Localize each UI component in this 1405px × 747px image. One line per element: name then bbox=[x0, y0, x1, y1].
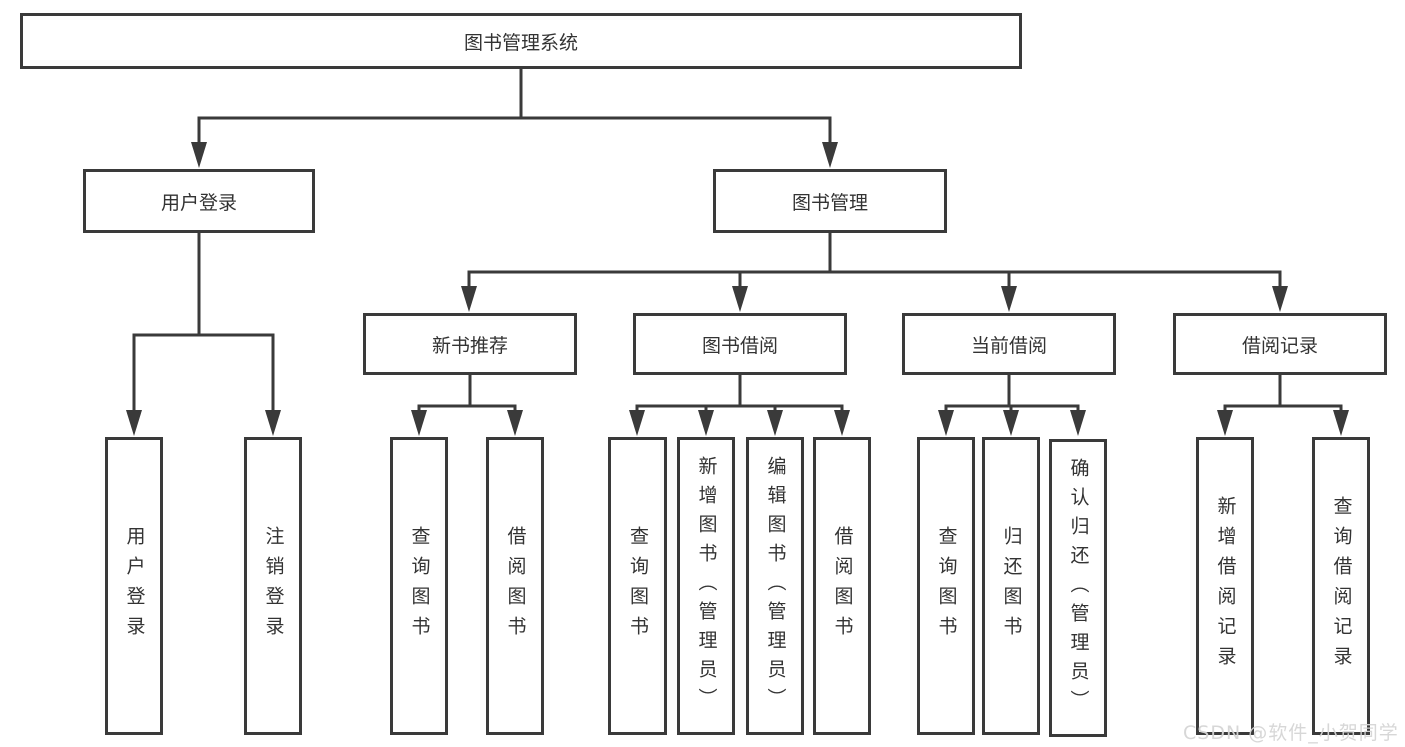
node-current-borrow: 当前借阅 bbox=[902, 313, 1116, 375]
arrow-down-icon bbox=[1070, 410, 1086, 436]
arrow-down-icon bbox=[1003, 410, 1019, 436]
node-label: 图书借阅 bbox=[701, 334, 778, 357]
node-label: 图书管理系统 bbox=[463, 31, 578, 54]
leaf-label: 查询借阅记录 bbox=[1330, 496, 1353, 676]
arrow-down-icon bbox=[1001, 286, 1017, 312]
leaf-label: 查询图书 bbox=[627, 526, 649, 646]
node-label: 图书管理 bbox=[791, 191, 868, 214]
leaf-return-books: 归还图书 bbox=[982, 437, 1040, 735]
node-book-management: 图书管理 bbox=[713, 169, 947, 233]
edge-newbook-leaf1 bbox=[417, 375, 472, 414]
arrow-down-icon bbox=[938, 410, 954, 436]
edge-mgmt-newbook bbox=[467, 233, 832, 292]
arrow-down-icon bbox=[411, 410, 427, 436]
leaf-add-books-admin: 新增图书（管理员） bbox=[677, 437, 735, 735]
leaf-query-borrow-record: 查询借阅记录 bbox=[1312, 437, 1370, 735]
node-label: 新书推荐 bbox=[431, 334, 508, 357]
leaf-borrow-books-1: 借阅图书 bbox=[486, 437, 544, 735]
edge-record-leaf2 bbox=[1280, 404, 1343, 414]
edge-mgmt-record bbox=[830, 270, 1282, 292]
node-new-book-recommend: 新书推荐 bbox=[363, 313, 577, 375]
leaf-user-login: 用户登录 bbox=[105, 437, 163, 735]
node-label: 借阅记录 bbox=[1241, 334, 1318, 357]
leaf-edit-books-admin: 编辑图书（管理员） bbox=[746, 437, 804, 735]
leaf-label: 查询图书 bbox=[935, 526, 958, 646]
node-user-login: 用户登录 bbox=[83, 169, 315, 233]
arrow-down-icon bbox=[629, 410, 645, 436]
edge-bookborrow-leaf1 bbox=[635, 375, 742, 414]
leaf-label: 注销登录 bbox=[262, 526, 285, 646]
leaf-label: 查询图书 bbox=[408, 526, 431, 646]
edge-mgmt-current bbox=[830, 270, 1011, 292]
arrow-down-icon bbox=[767, 410, 783, 436]
edge-current-leaf1 bbox=[944, 375, 1011, 414]
node-book-borrow: 图书借阅 bbox=[633, 313, 847, 375]
leaf-label: 新增图书（管理员） bbox=[695, 455, 718, 717]
edge-login-leaf1 bbox=[132, 233, 201, 414]
node-borrow-record: 借阅记录 bbox=[1173, 313, 1387, 375]
edge-current-leaf3 bbox=[1009, 404, 1080, 414]
leaf-confirm-return-admin: 确认归还（管理员） bbox=[1049, 439, 1107, 737]
leaf-query-books-1: 查询图书 bbox=[390, 437, 448, 735]
leaf-label: 借阅图书 bbox=[831, 526, 854, 646]
leaf-query-books-2: 查询图书 bbox=[608, 437, 667, 735]
leaf-label: 新增借阅记录 bbox=[1214, 496, 1237, 676]
arrow-down-icon bbox=[461, 286, 477, 312]
arrowheads bbox=[126, 142, 1349, 436]
leaf-borrow-books-2: 借阅图书 bbox=[813, 437, 871, 735]
edge-login-leaf2 bbox=[199, 333, 275, 414]
node-label: 当前借阅 bbox=[970, 334, 1047, 357]
arrow-down-icon bbox=[1272, 286, 1288, 312]
edge-root-right bbox=[521, 116, 832, 148]
leaf-label: 借阅图书 bbox=[504, 526, 527, 646]
leaf-add-borrow-record: 新增借阅记录 bbox=[1196, 437, 1254, 735]
edge-root-left bbox=[197, 69, 523, 148]
arrow-down-icon bbox=[507, 410, 523, 436]
leaf-label: 确认归还（管理员） bbox=[1067, 457, 1090, 719]
csdn-watermark: CSDN @软件_小贺同学 bbox=[1183, 722, 1399, 744]
leaf-label: 编辑图书（管理员） bbox=[764, 455, 787, 717]
arrow-down-icon bbox=[126, 410, 142, 436]
leaf-label: 归还图书 bbox=[1000, 526, 1023, 646]
arrow-down-icon bbox=[822, 142, 838, 168]
arrow-down-icon bbox=[265, 410, 281, 436]
arrow-down-icon bbox=[698, 410, 714, 436]
arrow-down-icon bbox=[732, 286, 748, 312]
leaf-query-books-3: 查询图书 bbox=[917, 437, 975, 735]
node-label: 用户登录 bbox=[160, 191, 237, 214]
leaf-logout: 注销登录 bbox=[244, 437, 302, 735]
arrow-down-icon bbox=[1217, 410, 1233, 436]
leaf-label: 用户登录 bbox=[123, 526, 146, 646]
edge-mgmt-borrow bbox=[738, 270, 830, 292]
arrow-down-icon bbox=[1333, 410, 1349, 436]
arrow-down-icon bbox=[191, 142, 207, 168]
arrow-down-icon bbox=[834, 410, 850, 436]
node-root-system: 图书管理系统 bbox=[20, 13, 1022, 69]
edge-record-leaf1 bbox=[1223, 375, 1282, 414]
edge-bookborrow-leaf4 bbox=[740, 404, 844, 414]
